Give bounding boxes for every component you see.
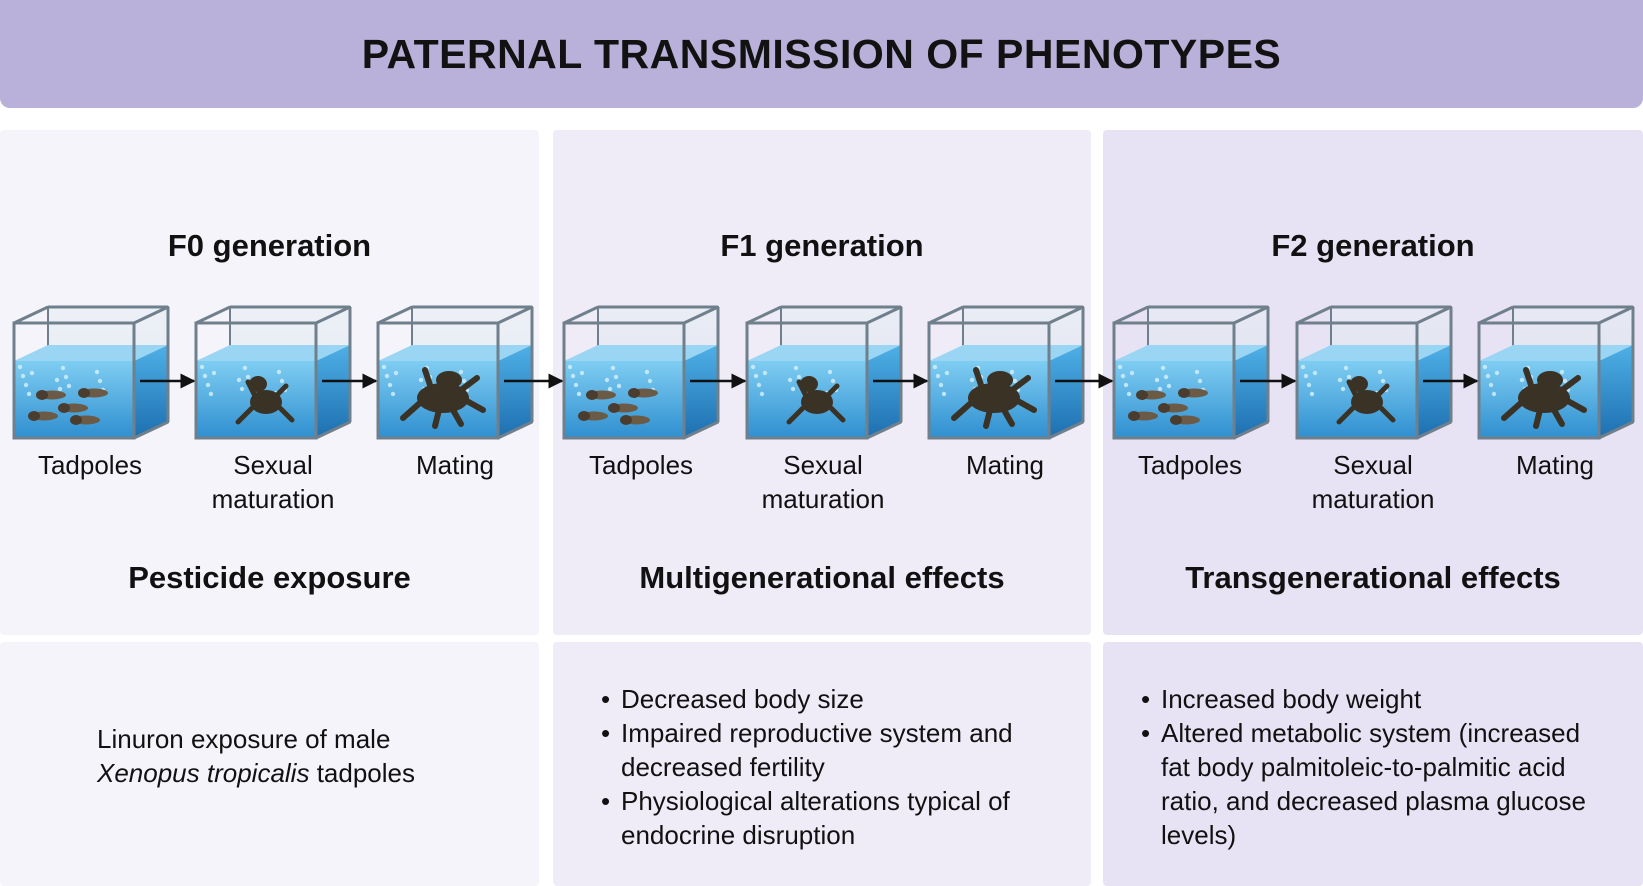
f2-description-panel: Increased body weight Altered metabolic … bbox=[1103, 642, 1643, 886]
f1-effect-item: Physiological alterations typical of end… bbox=[599, 784, 1044, 852]
f2-stage-tadpoles: Tadpoles bbox=[1137, 450, 1243, 480]
f0-description-line1: Linuron exposure of male bbox=[97, 724, 391, 754]
f2-effect-item: Altered metabolic system (increased fat … bbox=[1139, 716, 1609, 852]
f1-stage-sexual-maturation: Sexual maturation bbox=[761, 450, 885, 514]
f0-generation-title: F0 generation bbox=[167, 228, 372, 263]
f1-generation-title: F1 generation bbox=[720, 228, 924, 263]
f1-stage-mating: Mating bbox=[965, 450, 1045, 480]
f0-stage-tadpoles: Tadpoles bbox=[37, 450, 143, 480]
f2-panel: F2 generation Transgenerational effects bbox=[1103, 130, 1643, 635]
f1-stage-tadpoles: Tadpoles bbox=[588, 450, 694, 480]
f0-stage-sexual-maturation: Sexual maturation bbox=[211, 450, 335, 514]
f0-stage-mating: Mating bbox=[415, 450, 495, 480]
f2-generation-title: F2 generation bbox=[1271, 228, 1475, 263]
f1-effect-title: Multigenerational effects bbox=[639, 560, 1005, 595]
f2-effect-item: Increased body weight bbox=[1139, 682, 1609, 716]
f1-effect-item: Impaired reproductive system and decreas… bbox=[599, 716, 1044, 784]
f1-panel: F1 generation Multigenerational effects bbox=[553, 130, 1091, 635]
f2-stage-mating: Mating bbox=[1515, 450, 1595, 480]
species-name: Xenopus tropicalis bbox=[97, 758, 310, 788]
f1-description-panel: Decreased body size Impaired reproductiv… bbox=[553, 642, 1091, 886]
f1-effects-list: Decreased body size Impaired reproductiv… bbox=[599, 682, 1044, 852]
f1-effect-item: Decreased body size bbox=[599, 682, 1044, 716]
f2-effect-title: Transgenerational effects bbox=[1185, 560, 1561, 595]
f2-stage-sexual-maturation: Sexual maturation bbox=[1311, 450, 1435, 514]
f0-description-line2: Xenopus tropicalis tadpoles bbox=[97, 756, 415, 790]
title-banner: PATERNAL TRANSMISSION OF PHENOTYPES bbox=[0, 0, 1643, 108]
f0-panel: F0 generation Pesticide exposure bbox=[0, 130, 539, 635]
f0-effect-title: Pesticide exposure bbox=[128, 560, 411, 595]
f2-effects-list: Increased body weight Altered metabolic … bbox=[1139, 682, 1609, 852]
page-title: PATERNAL TRANSMISSION OF PHENOTYPES bbox=[361, 30, 1282, 77]
f0-description: Linuron exposure of male Xenopus tropica… bbox=[97, 722, 415, 790]
f0-description-suffix: tadpoles bbox=[309, 758, 415, 788]
f0-description-panel: Linuron exposure of male Xenopus tropica… bbox=[0, 642, 539, 886]
